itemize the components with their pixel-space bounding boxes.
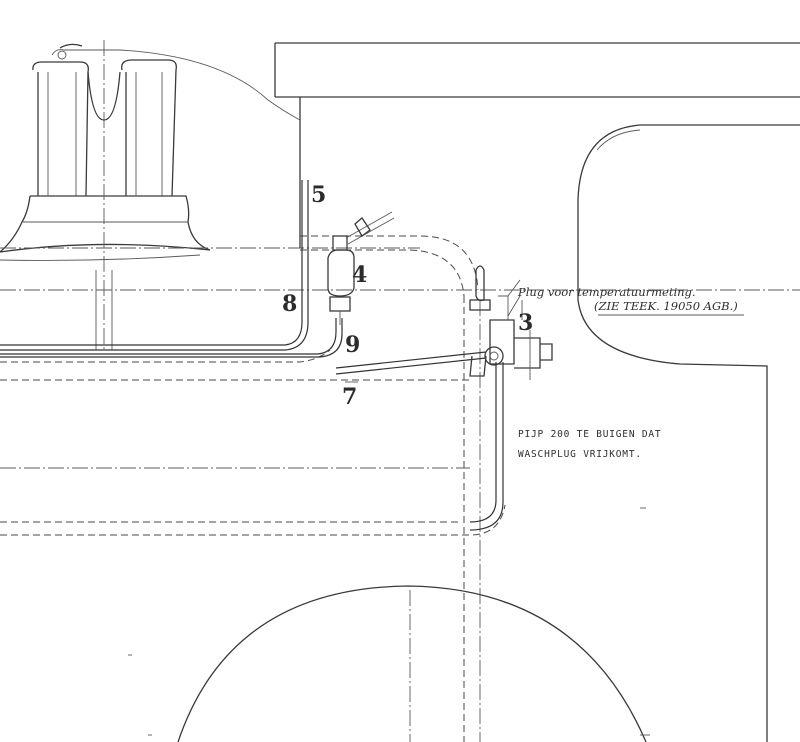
plug-note-line2: (ZIE TEEK. 19050 AGB.) [594, 299, 738, 313]
cab-outline [274, 42, 800, 248]
fitting-3-valve [469, 265, 553, 380]
part-number-4: 4 [352, 262, 367, 288]
part-number-8: 8 [282, 291, 297, 317]
pipework [0, 180, 504, 531]
dashed-boiler-outline [0, 235, 506, 742]
pipe-note-line1: PIJP 200 TE BUIGEN DAT [518, 429, 661, 440]
plug-note-line1: Plug voor temperatuurmeting. [517, 285, 696, 299]
dome-valve-housing [0, 43, 301, 261]
pipe-note-line2: WASCHPLUG VRIJKOMT. [518, 449, 642, 460]
plug-annotation: Plug voor temperatuurmeting. (ZIE TEEK. … [507, 285, 744, 317]
stray-marks [128, 381, 650, 736]
part-number-9: 9 [345, 332, 360, 358]
part-number-7: 7 [342, 384, 357, 410]
wheel-arc [177, 585, 647, 742]
window-opening [577, 124, 800, 742]
fitting-4-valve [327, 211, 395, 325]
part-number-5: 5 [311, 182, 326, 208]
centre-lines [0, 40, 800, 742]
part-number-3: 3 [518, 310, 533, 336]
